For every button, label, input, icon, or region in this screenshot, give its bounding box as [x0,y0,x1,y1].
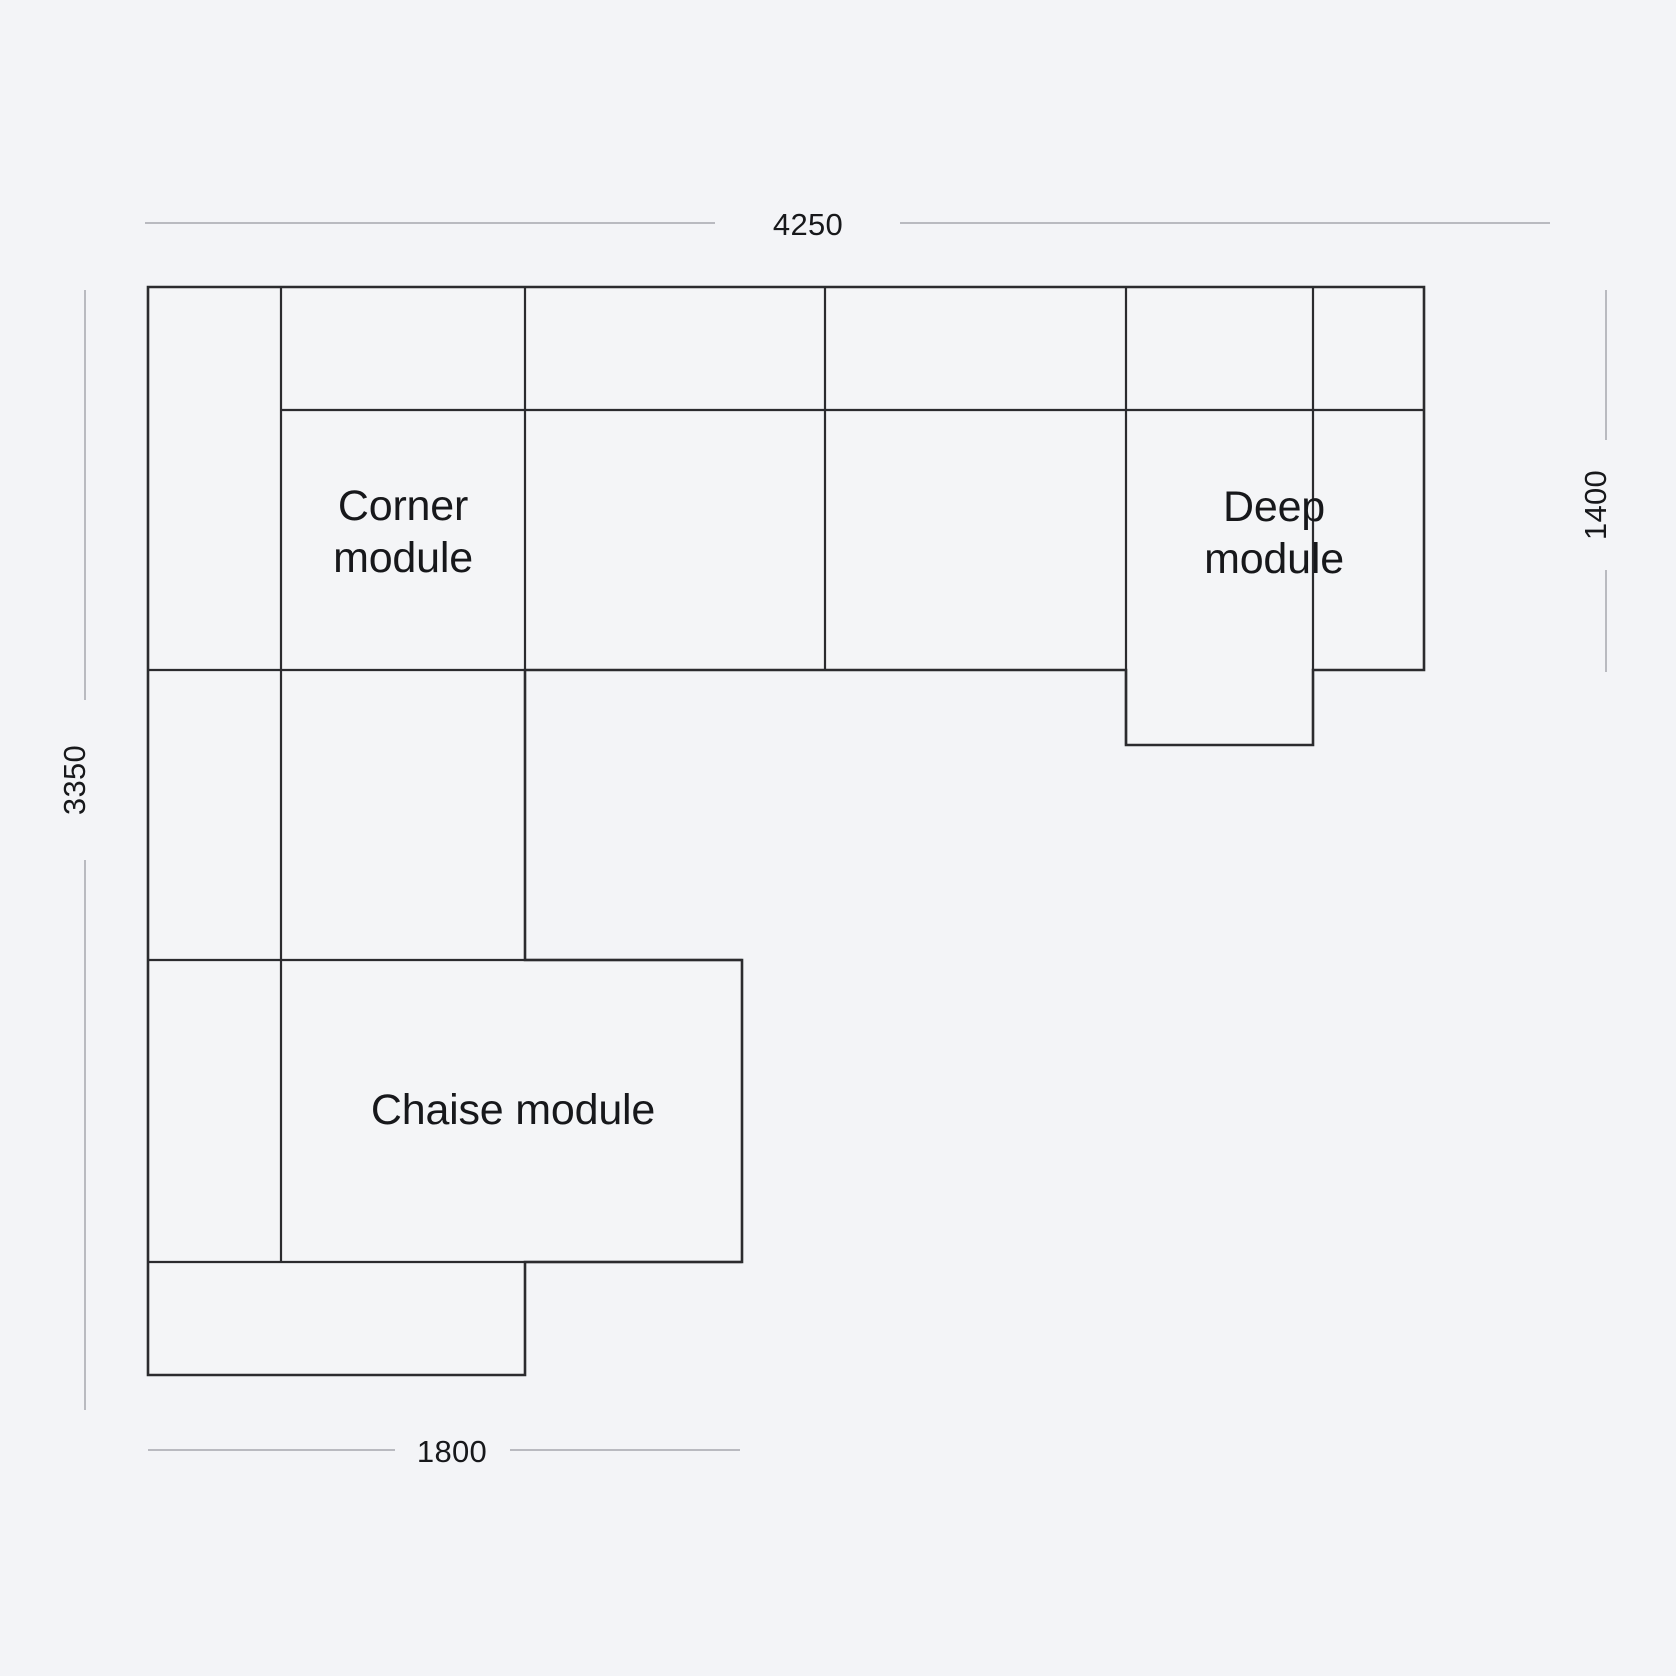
dimension-bottom-label: 1800 [417,1434,487,1469]
dimension-left-label: 3350 [57,745,92,815]
module-label-deep: Deep module [1204,483,1344,583]
sofa-outline [148,287,1424,1375]
chaise-module-label-line1: Chaise module [371,1086,655,1134]
dimension-right: 1400 [1578,290,1613,672]
deep-module-label-line2: module [1204,535,1344,583]
dimension-top-label: 4250 [773,207,843,242]
module-label-chaise: Chaise module [371,1086,655,1134]
dimension-bottom: 1800 [148,1434,740,1469]
corner-module-label-line1: Corner [338,482,468,530]
dimension-left: 3350 [57,290,92,1410]
corner-module-label-line2: module [333,534,473,582]
dimension-top: 4250 [145,207,1550,242]
deep-module-label-line1: Deep [1223,483,1325,531]
module-label-corner: Corner module [333,482,473,582]
dimension-right-label: 1400 [1578,470,1613,540]
